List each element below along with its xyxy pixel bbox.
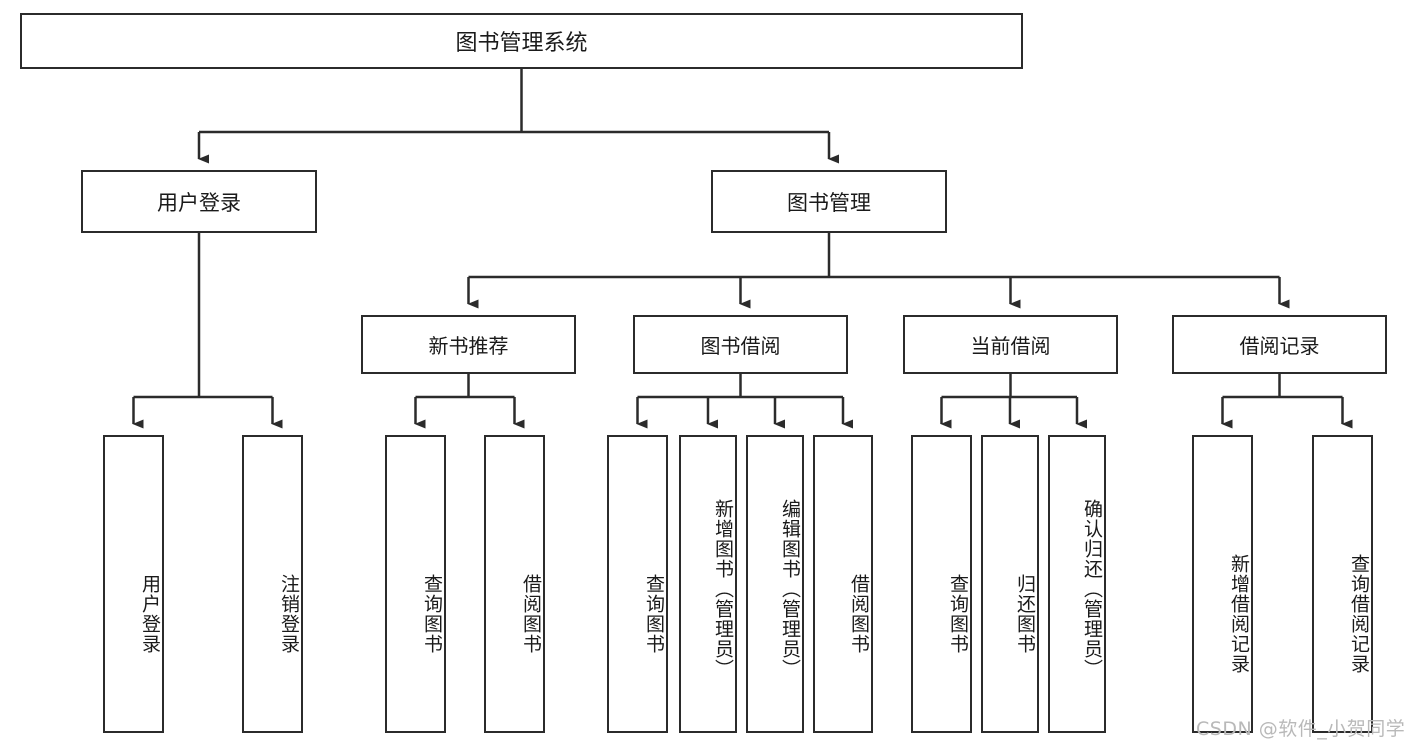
node-book-borrow: 图书借阅 [633,315,848,374]
node-user-login: 用户登录 [81,170,317,233]
node-leaf-borrow-book-2: 借阅图书 [813,435,873,733]
node-label: 归还图书 [1014,574,1036,654]
csdn-watermark: CSDN @软件_小贺同学 [1196,718,1405,740]
node-label: 当前借阅 [970,334,1051,358]
node-leaf-user-login: 用户登录 [103,435,164,733]
node-book-manage: 图书管理 [711,170,947,233]
node-root: 图书管理系统 [20,13,1023,69]
node-leaf-confirm-return: 确认归还（管理员） [1048,435,1106,733]
node-label: 新增借阅记录 [1228,554,1250,674]
node-leaf-edit-book: 编辑图书（管理员） [746,435,804,733]
node-leaf-return-book: 归还图书 [981,435,1039,733]
node-leaf-query-record: 查询借阅记录 [1312,435,1373,733]
node-leaf-query-book-3: 查询图书 [911,435,972,733]
node-label: 用户登录 [139,574,161,654]
node-label: 查询图书 [947,574,969,654]
node-label: 查询图书 [421,574,443,654]
node-leaf-add-book: 新增图书（管理员） [679,435,737,733]
node-label: 注销登录 [278,574,300,654]
node-borrow-record: 借阅记录 [1172,315,1387,374]
node-leaf-add-record: 新增借阅记录 [1192,435,1253,733]
node-leaf-query-book-1: 查询图书 [385,435,446,733]
node-label: 用户登录 [157,190,241,215]
node-current-borrow: 当前借阅 [903,315,1118,374]
node-label: 借阅图书 [848,574,870,654]
node-label: 借阅记录 [1239,334,1320,358]
node-label: 编辑图书（管理员） [779,499,801,679]
node-label: 图书借阅 [700,334,781,358]
node-label: 查询借阅记录 [1348,554,1370,674]
node-label: 新增图书（管理员） [712,499,734,679]
node-leaf-query-book-2: 查询图书 [607,435,668,733]
node-label: 图书管理 [787,190,871,215]
node-label: 新书推荐 [428,334,509,358]
node-leaf-user-logout: 注销登录 [242,435,303,733]
node-label: 图书管理系统 [455,31,588,56]
node-label: 借阅图书 [520,574,542,654]
node-label: 查询图书 [643,574,665,654]
node-new-book-rec: 新书推荐 [361,315,576,374]
node-label: 确认归还（管理员） [1081,499,1103,679]
node-leaf-borrow-book-1: 借阅图书 [484,435,545,733]
